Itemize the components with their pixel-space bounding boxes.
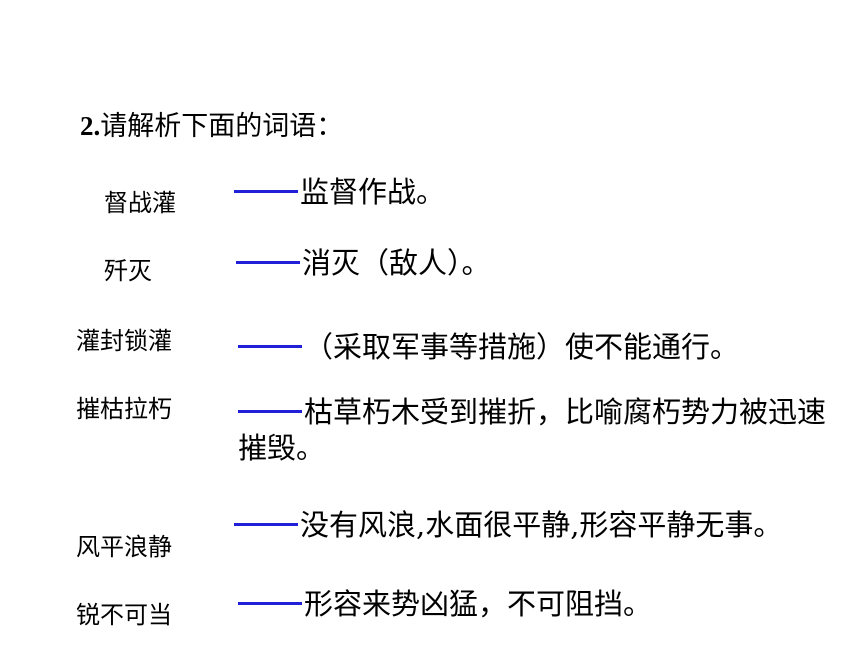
dash-3 xyxy=(238,344,302,348)
definition-1-text: 监督作战。 xyxy=(300,175,446,209)
dash-4 xyxy=(238,409,302,413)
dash-2 xyxy=(236,260,300,264)
definition-4-text: 枯草朽木受到摧折，比喻腐朽势力被迅速摧毁。 xyxy=(238,395,827,465)
dash-6 xyxy=(238,601,302,605)
heading-number: 2. xyxy=(80,111,101,141)
term-6: 锐不可当 xyxy=(76,601,172,629)
definition-3: （采取军事等措施）使不能通行。 xyxy=(238,329,739,365)
term-4: 摧枯拉朽 xyxy=(76,395,172,423)
definition-5: 没有风浪,水面很平静,形容平静无事。 xyxy=(234,507,782,543)
dash-5 xyxy=(234,522,298,526)
definition-6: 形容来势凶猛，不可阻挡。 xyxy=(238,586,652,622)
term-2: 歼灭 xyxy=(104,257,152,285)
definition-6-text: 形容来势凶猛，不可阻挡。 xyxy=(304,587,653,621)
definition-4: 枯草朽木受到摧折，比喻腐朽势力被迅速摧毁。 xyxy=(238,394,828,466)
definition-3-text: （采取军事等措施）使不能通行。 xyxy=(304,330,740,364)
heading: 2.请解析下面的词语： xyxy=(80,108,343,145)
dash-1 xyxy=(234,189,298,193)
term-1: 督战灌 xyxy=(104,189,176,217)
definition-2-text: 消灭（敌人）。 xyxy=(302,246,491,280)
definition-5-text: 没有风浪,水面很平静,形容平静无事。 xyxy=(300,508,783,542)
definition-1: 监督作战。 xyxy=(234,174,445,210)
term-5: 风平浪静 xyxy=(76,533,172,561)
definition-2: 消灭（敌人）。 xyxy=(236,245,491,281)
heading-text: 请解析下面的词语： xyxy=(100,111,344,142)
term-3: 灌封锁灌 xyxy=(76,327,172,355)
